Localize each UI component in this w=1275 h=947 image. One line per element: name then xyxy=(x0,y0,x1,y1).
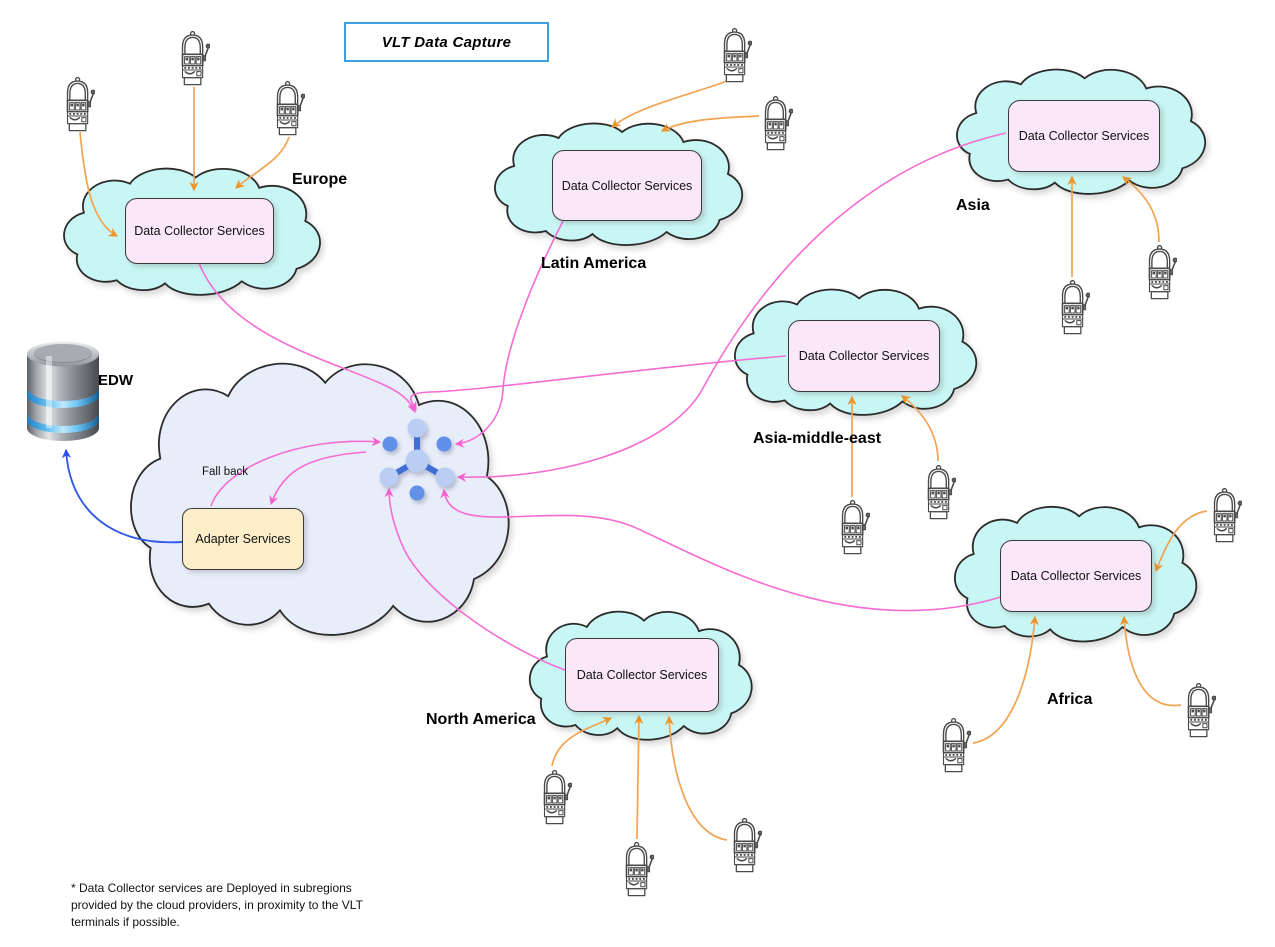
region-label-asia-middle-east: Asia-middle-east xyxy=(753,430,882,447)
fallback-label: Fall back xyxy=(202,466,249,478)
data-collector-box-asia: Data Collector Services xyxy=(1008,100,1160,172)
data-collector-box-north-america: Data Collector Services xyxy=(565,638,719,712)
vlt-terminal-icon xyxy=(764,95,793,151)
data-collector-label: Data Collector Services xyxy=(798,349,930,363)
region-label-asia: Asia xyxy=(956,197,990,214)
data-collector-box-asia-middle-east: Data Collector Services xyxy=(788,320,940,392)
vlt-terminal-icon xyxy=(927,464,956,520)
link-adapter-to-hub-fallback xyxy=(210,436,382,507)
hub-icon xyxy=(379,418,455,501)
region-label-latin-america: Latin America xyxy=(541,255,647,272)
vlt-terminal-icon xyxy=(1187,682,1216,738)
link-europe-terminal-1 xyxy=(79,131,119,237)
data-collector-label: Data Collector Services xyxy=(561,178,693,193)
link-latin-terminal-2 xyxy=(660,115,760,132)
data-collector-label: Data Collector Services xyxy=(1010,569,1142,583)
link-africa-terminal-3 xyxy=(972,615,1040,744)
link-ame-to-hub xyxy=(407,355,787,412)
link-europe-to-hub xyxy=(198,262,417,414)
data-collector-label: Data Collector Services xyxy=(1018,129,1150,143)
link-asia-to-hub xyxy=(456,132,1007,482)
link-na-to-hub xyxy=(384,487,566,671)
link-hub-to-adapter xyxy=(269,451,367,506)
diagram-title: VLT Data Capture xyxy=(344,22,549,62)
region-label-africa: Africa xyxy=(1047,691,1093,708)
adapter-services-box: Adapter Services xyxy=(182,508,304,570)
data-collector-label: Data Collector Services xyxy=(134,224,265,238)
link-na-terminal-2 xyxy=(634,714,644,840)
vlt-terminal-icon xyxy=(1148,244,1177,300)
link-africa-terminal-1 xyxy=(1154,510,1208,573)
vlt-terminal-icon xyxy=(942,717,971,773)
vlt-terminal-icon xyxy=(733,817,762,873)
hub-links xyxy=(198,132,1007,671)
vlt-terminal-icon xyxy=(543,769,572,825)
vlt-terminal-icon xyxy=(841,499,870,555)
link-latin-to-hub xyxy=(454,220,564,448)
vlt-terminal-icon xyxy=(1061,279,1090,335)
link-africa-terminal-2 xyxy=(1119,615,1182,707)
link-latin-terminal-1 xyxy=(611,80,728,128)
central-cloud xyxy=(131,364,509,635)
diagram-title-text: VLT Data Capture xyxy=(381,33,512,51)
region-label-north-america: North America xyxy=(426,711,536,728)
link-ame-terminal-2 xyxy=(901,395,939,462)
vlt-terminal-icon xyxy=(66,76,95,132)
terminal-links xyxy=(79,80,1208,841)
vlt-terminal-icon xyxy=(276,80,305,136)
vlt-terminal-icon xyxy=(625,841,654,897)
link-asia-terminal-2 xyxy=(1122,176,1160,243)
data-collector-label: Data Collector Services xyxy=(576,668,708,682)
edw-label: EDW xyxy=(98,372,133,389)
data-collector-box-europe: Data Collector Services xyxy=(125,198,274,264)
vlt-terminal-icon xyxy=(181,30,210,86)
link-na-terminal-3 xyxy=(664,715,728,841)
data-collector-box-africa: Data Collector Services xyxy=(1000,540,1152,612)
link-adapter-to-edw xyxy=(61,448,183,544)
data-collector-box-latin-america: Data Collector Services xyxy=(552,150,702,221)
link-africa-to-hub xyxy=(440,488,1002,612)
link-europe-terminal-3 xyxy=(235,136,290,189)
edw-database-icon xyxy=(27,341,99,441)
region-label-europe: Europe xyxy=(292,171,348,188)
vlt-terminal-icon xyxy=(1213,487,1242,543)
adapter-services-label: Adapter Services xyxy=(195,532,291,546)
footnote: * Data Collector services are Deployed i… xyxy=(71,881,363,929)
vlt-terminal-icon xyxy=(723,27,752,83)
link-na-terminal-1 xyxy=(551,717,613,767)
